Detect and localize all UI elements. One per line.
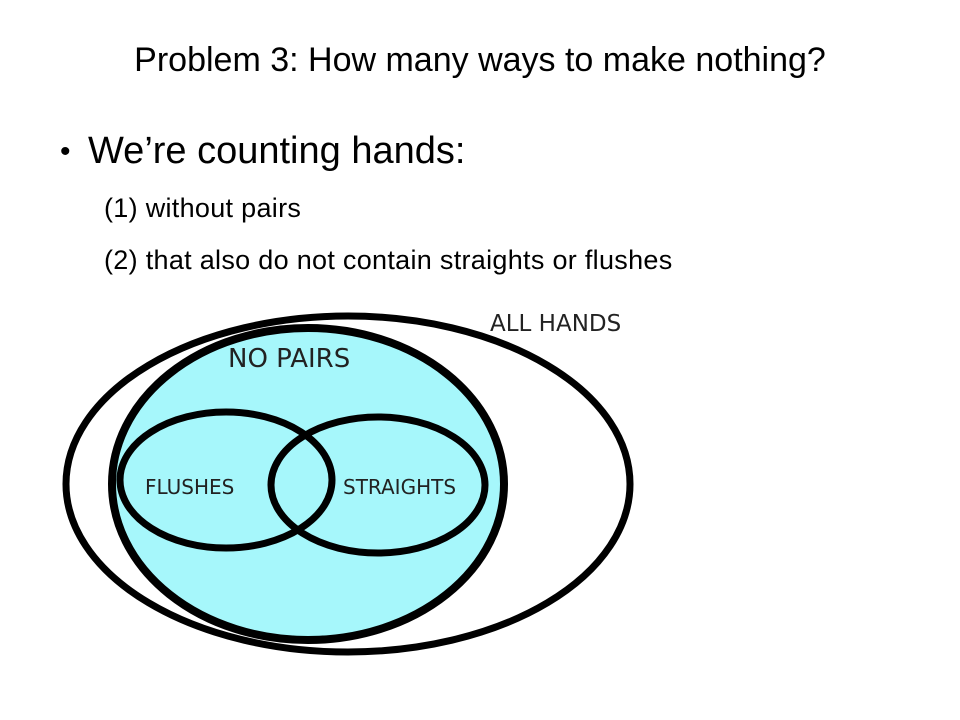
sub-item-without-pairs: (1) without pairs: [104, 193, 302, 223]
straights-ellipse: [267, 413, 489, 557]
flushes-label: FLUSHES: [145, 475, 234, 499]
straights-label: STRAIGHTS: [343, 475, 456, 499]
all-hands-label: ALL HANDS: [490, 311, 621, 337]
bullet-point: • We’re counting hands:: [60, 126, 465, 177]
bullet-text: We’re counting hands:: [88, 130, 466, 172]
sub-item-no-straights-or-flushes: (2) that also do not contain straights o…: [104, 245, 673, 275]
slide-title: Problem 3: How many ways to make nothing…: [134, 41, 826, 79]
flushes-ellipse: [116, 408, 336, 552]
bullet-dot-icon: •: [60, 135, 71, 168]
no-pairs-ellipse: [108, 324, 508, 644]
no-pairs-label: NO PAIRS: [228, 344, 350, 374]
